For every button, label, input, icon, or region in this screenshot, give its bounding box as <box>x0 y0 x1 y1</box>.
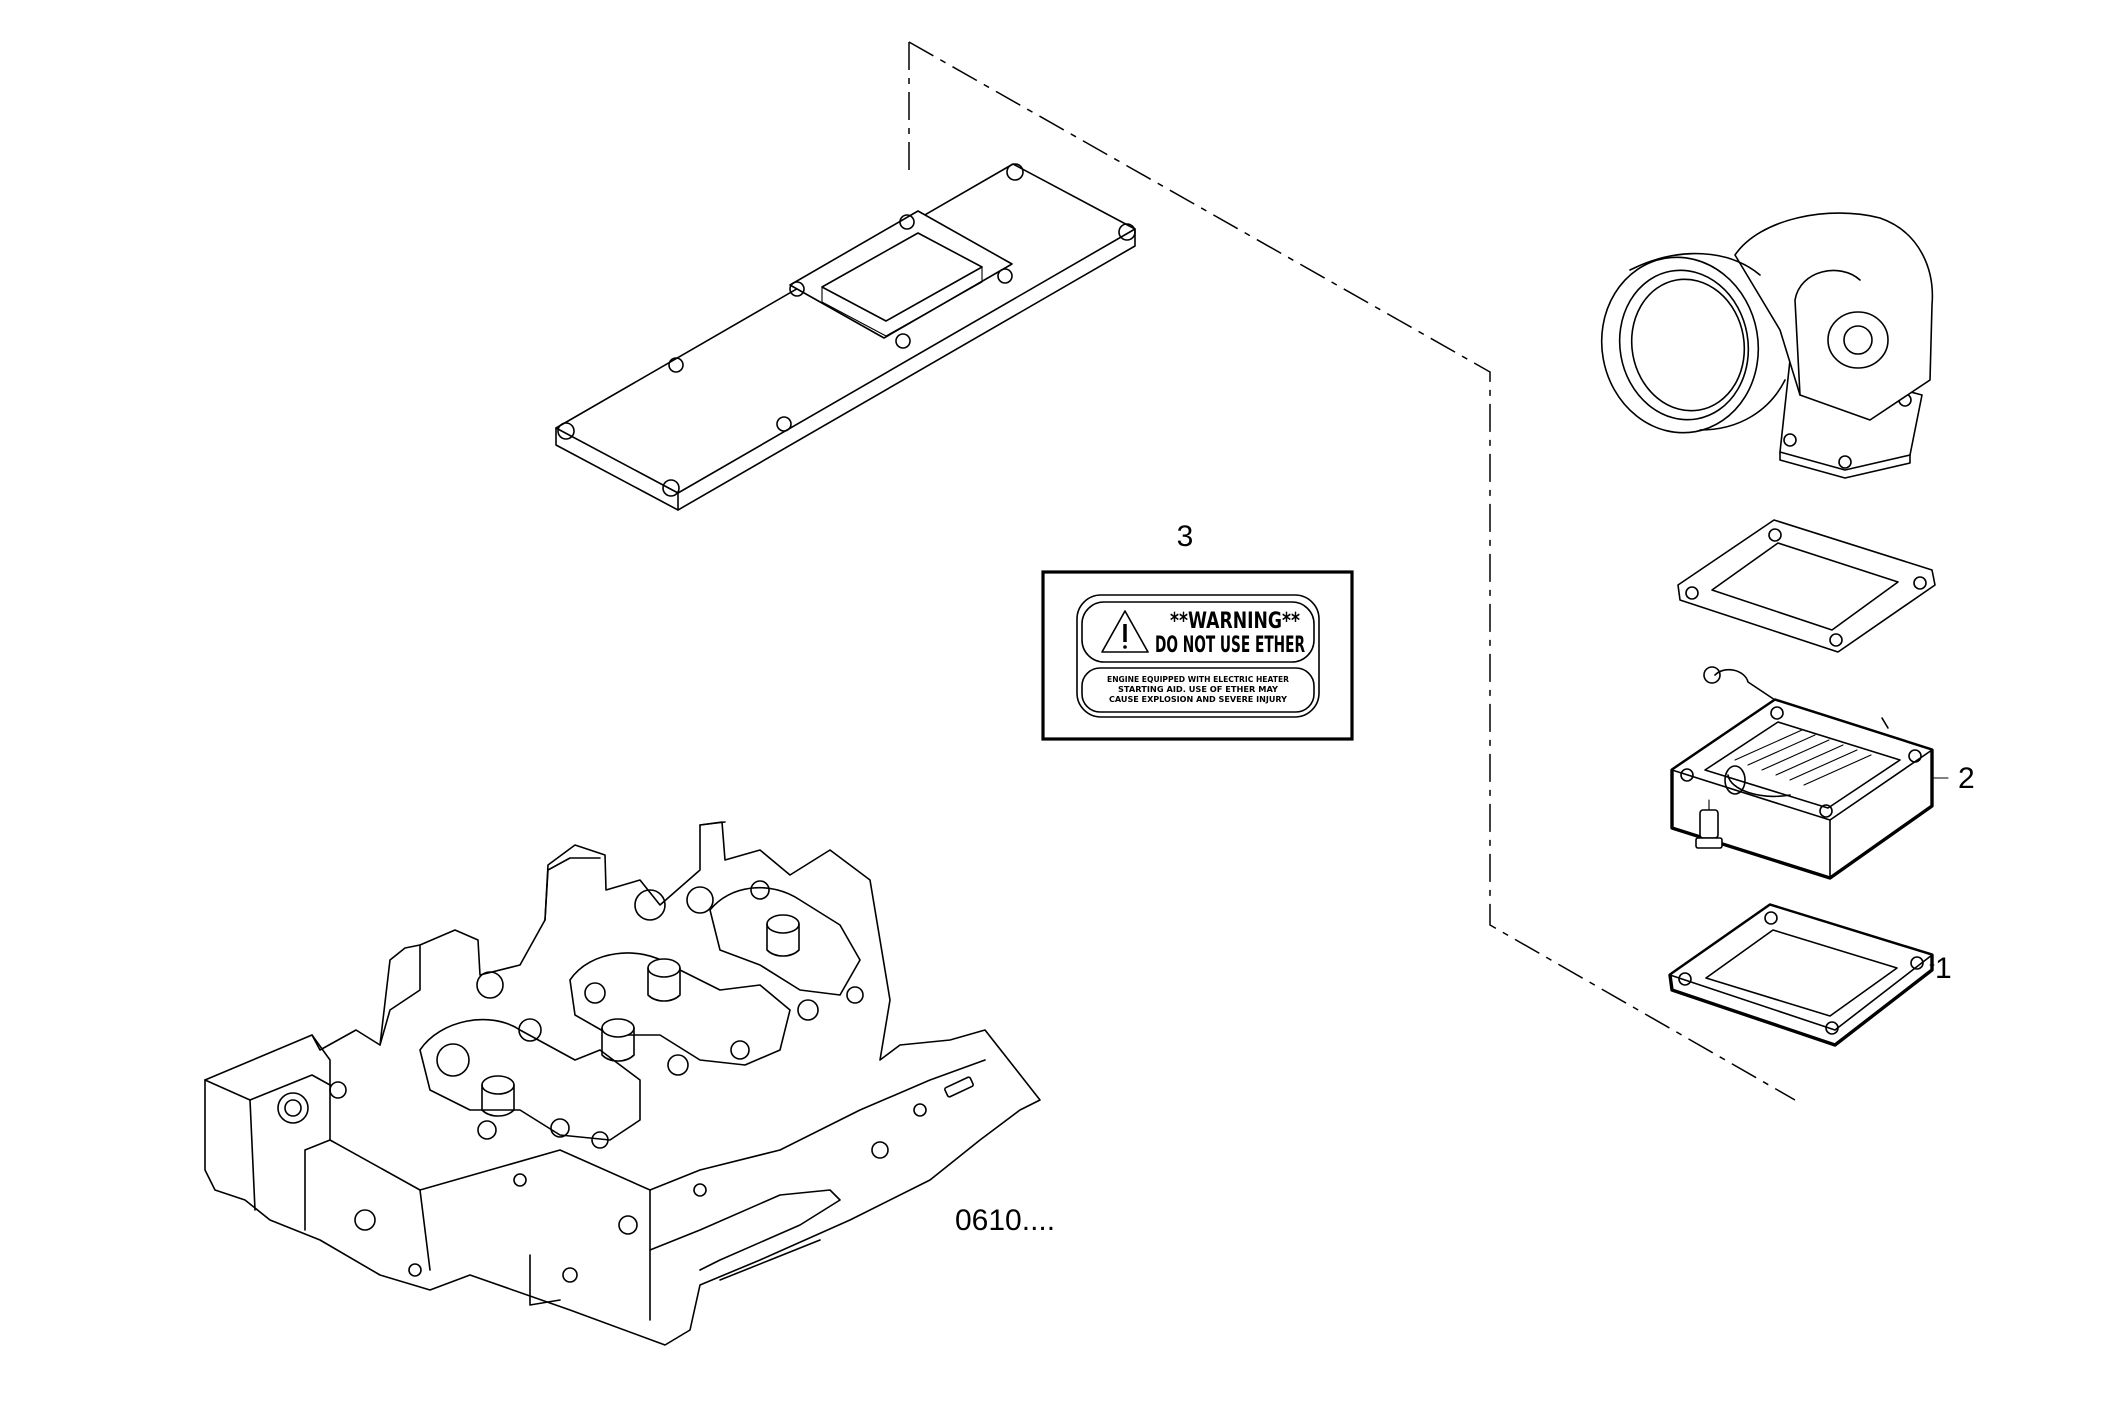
reference-code: 0610.... <box>955 1204 1055 1237</box>
gasket-part-1 <box>1668 903 1934 1047</box>
cylinder-head <box>204 821 1041 1346</box>
callout-labels: 3 2 1 0610.... <box>955 520 1975 1237</box>
callout-1: 1 <box>1935 952 1952 985</box>
decal-heading-ether: DO NOT USE ETHER <box>1155 633 1305 658</box>
callout-2: 2 <box>1958 762 1975 795</box>
warning-triangle-icon <box>1101 610 1149 653</box>
electric-heater-part-2 <box>1670 666 1934 880</box>
decal-fine-line-1: ENGINE EQUIPPED WITH ELECTRIC HEATER <box>1107 675 1289 684</box>
intake-manifold-plate <box>555 163 1136 511</box>
upper-gasket <box>1677 519 1936 653</box>
decal-fine-line-2: STARTING AID. USE OF ETHER MAY <box>1118 685 1278 694</box>
intake-elbow <box>1600 212 1934 479</box>
decal-heading-warning: **WARNING** <box>1170 609 1300 634</box>
warning-decal-part-3: **WARNING** DO NOT USE ETHER ENGINE EQUI… <box>1041 570 1354 741</box>
callout-3: 3 <box>1177 520 1194 553</box>
assembly-guide-lines <box>908 41 1796 1101</box>
decal-fine-line-3: CAUSE EXPLOSION AND SEVERE INJURY <box>1109 695 1287 704</box>
